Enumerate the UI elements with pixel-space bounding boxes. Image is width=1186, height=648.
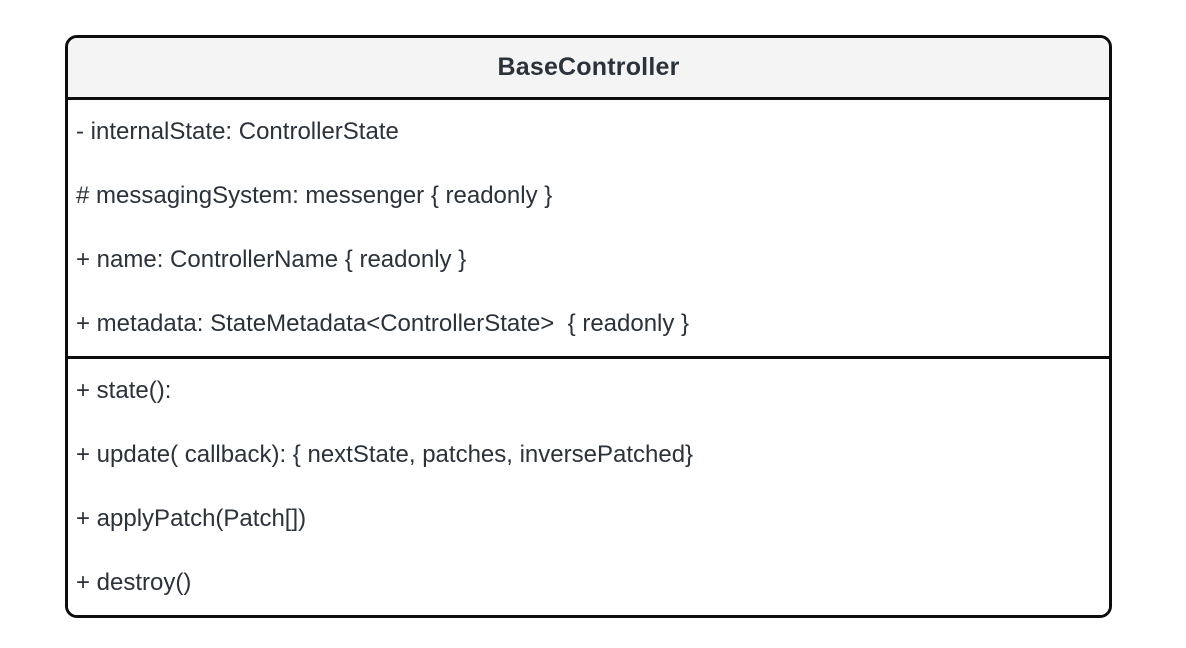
attributes-section: - internalState: ControllerState # messa… (68, 100, 1109, 356)
attribute-row: # messagingSystem: messenger { readonly … (76, 182, 553, 209)
method-row: + state(): (76, 377, 172, 404)
attribute-row: + name: ControllerName { readonly } (76, 246, 467, 273)
attribute-row: - internalState: ControllerState (76, 118, 399, 145)
attribute-row: + metadata: StateMetadata<ControllerStat… (76, 310, 690, 337)
uml-class-box: BaseController - internalState: Controll… (65, 35, 1112, 618)
class-header: BaseController (68, 38, 1109, 100)
class-name-label: BaseController (497, 53, 680, 81)
methods-section: + state(): + update( callback): { nextSt… (68, 356, 1109, 615)
method-row: + destroy() (76, 569, 192, 596)
method-row: + applyPatch(Patch[]) (76, 505, 307, 532)
method-row: + update( callback): { nextState, patche… (76, 441, 694, 468)
